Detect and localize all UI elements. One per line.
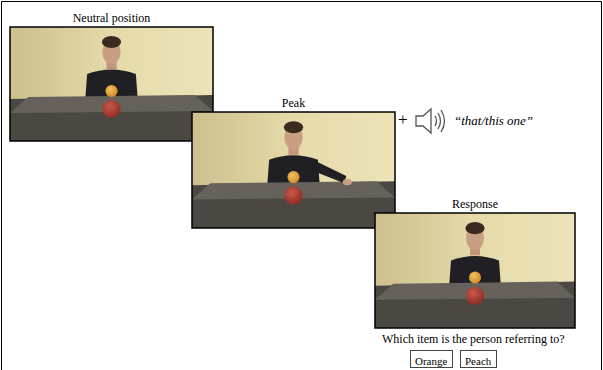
- spoken-word: “that/this one”: [454, 113, 533, 128]
- video-frame: Response: [375, 213, 575, 328]
- question-text: Which item is the person referring to?: [382, 332, 565, 346]
- frame-heading: Neutral position: [0, 11, 233, 25]
- video-frame: Peak: [192, 112, 395, 228]
- button-label: Orange: [411, 353, 451, 369]
- video-frame: Neutral position: [10, 27, 213, 141]
- button-label: Peach: [461, 353, 495, 369]
- plus-sign: +: [398, 110, 408, 130]
- answer-button: Peach: [460, 350, 497, 368]
- answer-button: Orange: [410, 350, 453, 368]
- frame-heading: Response: [355, 197, 595, 211]
- frame-heading: Peak: [172, 96, 415, 110]
